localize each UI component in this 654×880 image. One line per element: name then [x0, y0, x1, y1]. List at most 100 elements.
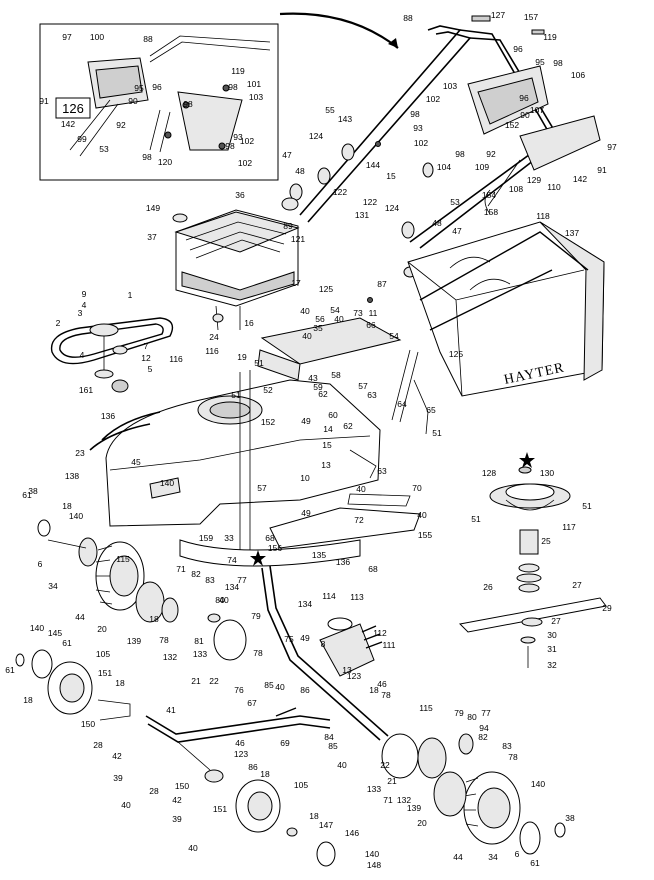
part-callout: 140	[365, 849, 379, 859]
part-callout: 103	[249, 92, 263, 102]
part-callout: 81	[194, 636, 204, 646]
part-callout: 22	[380, 760, 390, 770]
part-callout: 101	[247, 79, 261, 89]
part-callout: 17	[291, 278, 301, 288]
part-callout: 108	[509, 184, 523, 194]
part-callout: 84	[324, 732, 334, 742]
part-callout: 42	[172, 795, 182, 805]
part-callout: 47	[452, 226, 462, 236]
part-callout: 8	[321, 639, 326, 649]
part-callout: 68	[265, 533, 275, 543]
part-callout: 51	[582, 501, 592, 511]
part-callout: 150	[81, 719, 95, 729]
part-callout: 116	[169, 354, 183, 364]
part-callout: 61	[530, 858, 540, 868]
part-callout: 9	[82, 289, 87, 299]
engine	[172, 209, 300, 331]
part-callout: 57	[257, 483, 267, 493]
part-callout: 82	[478, 732, 488, 742]
part-callout: 63	[367, 390, 377, 400]
part-callout: 49	[300, 633, 310, 643]
part-callout: 19	[237, 352, 247, 362]
part-callout: 106	[571, 70, 585, 80]
part-callout: 124	[309, 131, 323, 141]
part-callout: 128	[482, 468, 496, 478]
part-callout: 40	[337, 760, 347, 770]
blade-assembly	[458, 466, 607, 668]
part-callout: 102	[414, 138, 428, 148]
inset-callout-box	[55, 97, 91, 119]
part-callout: 51	[231, 390, 241, 400]
part-callout: 5	[148, 364, 153, 374]
part-callout: 74	[227, 555, 237, 565]
part-callout: 56	[315, 314, 325, 324]
part-callout: 110	[547, 182, 561, 192]
grass-collector	[407, 221, 605, 397]
front-wheel-left	[15, 649, 131, 721]
part-callout: 142	[61, 119, 75, 129]
part-callout: 146	[345, 828, 359, 838]
part-callout: 104	[437, 162, 451, 172]
part-callout: 98	[455, 149, 465, 159]
part-callout: 133	[367, 784, 381, 794]
part-callout: 136	[101, 411, 115, 421]
part-callout: 132	[163, 652, 177, 662]
front-wheel-lower	[204, 769, 336, 867]
part-callout: 37	[147, 232, 157, 242]
part-callout: 45	[131, 457, 141, 467]
part-callout: 95	[134, 83, 144, 93]
part-callout: 115	[419, 703, 433, 713]
part-callout: 145	[48, 628, 62, 638]
part-callout: 91	[597, 165, 607, 175]
part-callout: 161	[79, 385, 93, 395]
part-callout: 33	[224, 533, 234, 543]
part-callout: 137	[565, 228, 579, 238]
part-callout: 119	[231, 66, 245, 76]
part-callout: 18	[309, 811, 319, 821]
part-callout: 52	[263, 385, 273, 395]
part-callout: 40	[417, 510, 427, 520]
part-callout: 40	[334, 314, 344, 324]
part-callout: 92	[486, 149, 496, 159]
part-callout: 98	[225, 141, 235, 151]
part-callout: 78	[253, 648, 263, 658]
part-callout: 12	[141, 353, 151, 363]
part-callout: 10	[300, 473, 310, 483]
part-callout: 65	[426, 405, 436, 415]
part-callout: 96	[513, 44, 523, 54]
part-callout: 115	[116, 554, 130, 564]
part-callout: 28	[149, 786, 159, 796]
part-callout: 51	[432, 428, 442, 438]
part-callout: 96	[519, 93, 529, 103]
part-callout: 43	[308, 373, 318, 383]
part-callout: 49	[301, 416, 311, 426]
part-callout: 38	[565, 813, 575, 823]
part-callout: 78	[508, 752, 518, 762]
part-callout: 51	[254, 358, 264, 368]
part-callout: 118	[536, 211, 550, 221]
drive-belt	[50, 317, 174, 393]
part-callout: 48	[432, 218, 442, 228]
part-callout: 95	[535, 57, 545, 67]
part-callout: 61	[62, 638, 72, 648]
part-callout: 123	[347, 671, 361, 681]
part-callout: 122	[363, 197, 377, 207]
part-callout: 21	[191, 676, 201, 686]
part-callout: 102	[238, 158, 252, 168]
part-callout: 26	[483, 582, 493, 592]
part-callout: 151	[213, 804, 227, 814]
part-callout: 66	[366, 320, 376, 330]
part-callout: 68	[368, 564, 378, 574]
part-callout: 40	[188, 843, 198, 853]
part-callout: 72	[354, 515, 364, 525]
part-callout: 51	[471, 514, 481, 524]
part-callout: 80	[467, 712, 477, 722]
part-callout: 27	[551, 616, 561, 626]
part-callout: 16	[244, 318, 254, 328]
part-callout: 116	[205, 346, 219, 356]
part-callout: 71	[383, 795, 393, 805]
part-callout: 14	[323, 424, 333, 434]
part-callout: 93	[233, 132, 243, 142]
part-callout: 38	[28, 486, 38, 496]
